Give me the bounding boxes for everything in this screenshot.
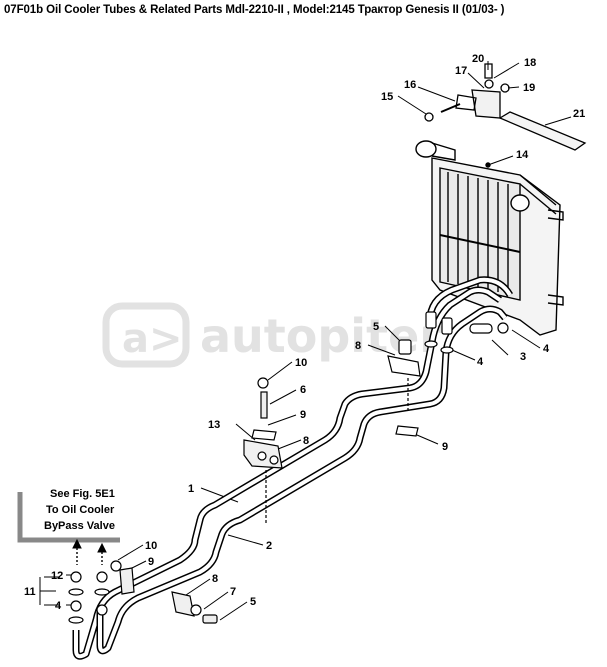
mounting-bracket-assembly bbox=[424, 63, 587, 151]
callout-21: 21 bbox=[573, 108, 585, 120]
callout-13: 13 bbox=[208, 419, 220, 431]
callout-9-upper: 9 bbox=[300, 409, 306, 421]
callout-11: 11 bbox=[24, 586, 36, 598]
callout-5-upper: 5 bbox=[373, 321, 379, 333]
callout-8-lower: 8 bbox=[212, 573, 218, 585]
callout-14: 14 bbox=[516, 149, 529, 161]
reference-note-line-3: ByPass Valve bbox=[44, 520, 115, 532]
reference-note: See Fig. 5E1 To Oil Cooler ByPass Valve bbox=[44, 488, 115, 532]
callout-3: 3 bbox=[520, 351, 526, 363]
callout-8-middle: 8 bbox=[303, 435, 309, 447]
callout-4-right: 4 bbox=[543, 343, 550, 355]
callout-20: 20 bbox=[472, 53, 484, 65]
reference-bracket bbox=[17, 492, 120, 565]
callout-12: 12 bbox=[51, 570, 63, 582]
watermark-text: autopiter bbox=[200, 309, 442, 363]
callout-9-right: 9 bbox=[442, 441, 448, 453]
callout-18: 18 bbox=[524, 57, 536, 69]
callout-4-upper: 4 bbox=[477, 356, 484, 368]
callout-8-upper: 8 bbox=[355, 340, 361, 352]
watermark-logo-icon bbox=[102, 302, 190, 368]
callout-9-lower: 9 bbox=[148, 556, 154, 568]
page-title: 07F01b Oil Cooler Tubes & Related Parts … bbox=[4, 4, 505, 16]
oil-cooler-radiator bbox=[415, 140, 564, 336]
callout-labels: 20 18 17 19 16 15 21 14 5 8 4 3 4 10 6 9… bbox=[24, 53, 585, 612]
callout-17: 17 bbox=[455, 65, 467, 77]
callout-4-lower: 4 bbox=[55, 600, 62, 612]
callout-19: 19 bbox=[523, 82, 535, 94]
watermark-logo-icon: a> bbox=[122, 316, 183, 362]
oil-cooler-tubes bbox=[72, 276, 514, 660]
fittings-and-clamps bbox=[68, 311, 509, 624]
callout-2: 2 bbox=[266, 540, 272, 552]
reference-note-line-2: To Oil Cooler bbox=[46, 504, 115, 516]
callout-10-lower: 10 bbox=[145, 540, 157, 552]
callout-16: 16 bbox=[404, 79, 416, 91]
reference-note-line-1: See Fig. 5E1 bbox=[50, 488, 115, 500]
callout-5-lower: 5 bbox=[250, 596, 256, 608]
callout-6: 6 bbox=[300, 384, 306, 396]
callout-15: 15 bbox=[381, 91, 393, 103]
callout-7: 7 bbox=[230, 586, 236, 598]
callout-1: 1 bbox=[188, 483, 194, 495]
watermark: a> autopiter bbox=[102, 302, 442, 368]
callout-10-upper: 10 bbox=[295, 357, 307, 369]
